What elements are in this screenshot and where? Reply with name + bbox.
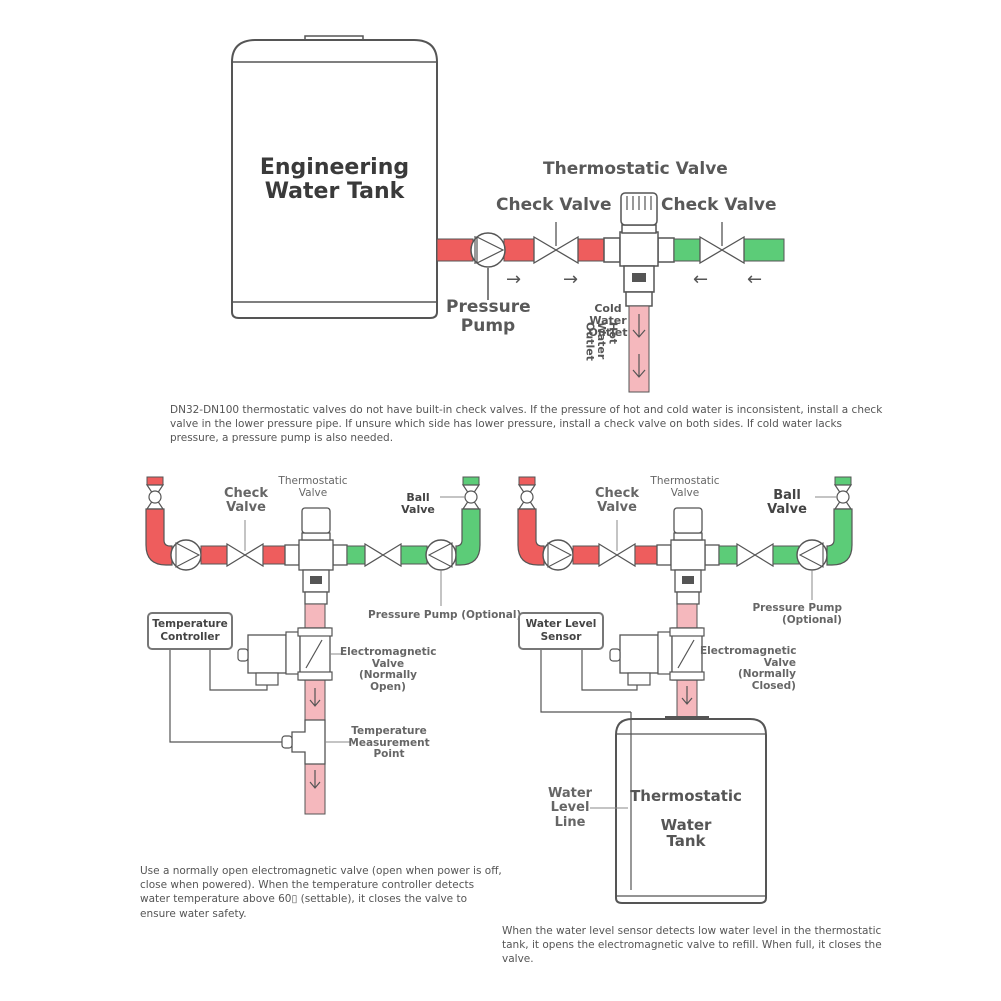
left-cold-pipe-a [346, 545, 366, 565]
check-valve-label-top-left: Check Valve [496, 195, 612, 215]
right-hot-pipe-a [572, 545, 600, 565]
em-r-line1: Electromagnetic [700, 645, 797, 657]
tt-line1: Thermostatic [630, 787, 742, 805]
thermostatic-valve-label-top: Thermostatic Valve [543, 159, 728, 179]
engineering-tank-label: Engineering Water Tank [232, 155, 437, 205]
right-sensor-wires [540, 648, 638, 713]
tt-line2: Water [660, 815, 712, 834]
left-cold-supply [440, 476, 481, 566]
water-level-sensor-label: Water Level Sensor [525, 618, 597, 643]
left-cold-pump [425, 539, 457, 606]
flow-arrow-3: ← [693, 269, 709, 290]
thermostatic-water-tank [590, 712, 767, 904]
flow-arrow-1: → [506, 269, 522, 290]
right-hot-pump [542, 539, 574, 571]
left-electromagnetic-valve [237, 627, 342, 686]
left-check-valve [226, 520, 264, 568]
pressure-pump-label-top: Pressure Pump [446, 297, 531, 336]
thermostatic-valve-top [603, 192, 675, 307]
em-r-line3: (Normally [737, 668, 796, 681]
right-note: When the water level sensor detects low … [502, 925, 882, 966]
pp-line2: (Optional) [781, 613, 842, 626]
tank-label-line2: Water Tank [264, 179, 405, 205]
right-ball-valve-label: Ball Valve [767, 488, 807, 518]
em-r-line4: Closed) [751, 679, 796, 692]
right-hot-supply [517, 476, 545, 566]
tm-line3: Point [373, 748, 405, 761]
check-valve-label-top-right: Check Valve [661, 195, 777, 215]
engineering-water-tank [231, 35, 438, 319]
left-temperature-point [281, 719, 350, 765]
left-control-wires [169, 648, 282, 743]
check-valve-top-left [533, 222, 579, 265]
left-cold-check-valve [364, 542, 402, 568]
thermostatic-tank-label: Thermostatic Water Tank [616, 788, 756, 850]
pressure-pump-top [470, 232, 506, 300]
em-line4: Open) [370, 680, 406, 693]
em-line1: Electromagnetic [340, 646, 437, 658]
left-thermostatic-valve [284, 507, 348, 605]
right-thermostatic-valve-label: Thermostatic Valve [650, 475, 720, 499]
left-ball-valve-label: Ball Valve [401, 491, 435, 517]
right-check-valve-label: Check Valve [595, 486, 639, 516]
right-pressure-pump-label: Pressure Pump (Optional) [752, 602, 842, 626]
check-valve-top-right [699, 222, 745, 265]
cold-pipe-top [673, 238, 785, 262]
left-hot-pipe-a [200, 545, 228, 565]
right-electromagnetic-valve-label: Electromagnetic Valve (Normally Closed) [700, 645, 797, 692]
flow-arrow-4: ← [747, 269, 763, 290]
temperature-measurement-label: Temperature Measurement Point [344, 725, 434, 761]
tm-line1: Temperature [351, 725, 427, 737]
em-line2: Valve [371, 657, 405, 670]
left-cold-pipe-b [400, 545, 428, 565]
left-hot-pipe-b [262, 545, 286, 565]
tm-line2: Measurement [348, 736, 430, 749]
left-check-valve-label: Check Valve [224, 486, 268, 516]
pp-line1: Pressure Pump [752, 602, 842, 614]
tank-label-line1: Engineering [259, 155, 410, 180]
temperature-controller-box: Temperature Controller [147, 612, 233, 650]
left-hot-pump [170, 539, 202, 571]
water-level-sensor-box: Water Level Sensor [518, 612, 604, 650]
right-electromagnetic-valve [609, 627, 705, 686]
em-r-line2: Valve [763, 656, 796, 669]
left-hot-supply [145, 476, 173, 566]
em-line3: (Normally [358, 669, 418, 682]
left-pressure-pump-label: Pressure Pump (Optional) [368, 609, 522, 621]
hot-water-outlet-label: Hot Water Outlet [583, 322, 620, 361]
left-note: Use a normally open electromagnetic valv… [140, 865, 502, 920]
left-electromagnetic-valve-label: Electromagnetic Valve (Normally Open) [340, 646, 437, 693]
right-cold-pump [796, 539, 828, 600]
right-cold-pipe-b [772, 545, 800, 565]
left-thermostatic-valve-label: Thermostatic Valve [278, 475, 348, 499]
right-cold-pipe-a [718, 545, 738, 565]
cold-water-outlet-label: Cold Water Outlet [588, 302, 628, 340]
tt-line3: Tank [666, 832, 706, 850]
pressure-label-line2: Pump [460, 315, 516, 336]
right-check-valve [598, 520, 636, 568]
pressure-label-line1: Pressure [446, 297, 531, 317]
right-hot-pipe-b [634, 545, 658, 565]
top-note: DN32-DN100 thermostatic valves do not ha… [170, 404, 883, 445]
water-level-line-label: Water Level Line [547, 786, 593, 830]
right-cold-supply [815, 476, 853, 566]
temperature-controller-label: Temperature Controller [152, 618, 228, 643]
right-thermostatic-valve [656, 507, 720, 605]
mixed-outlet-pipe-top [628, 305, 650, 393]
right-cold-check-valve [736, 542, 774, 568]
hot-pipe-top [436, 238, 605, 262]
flow-arrow-2: → [563, 269, 579, 290]
